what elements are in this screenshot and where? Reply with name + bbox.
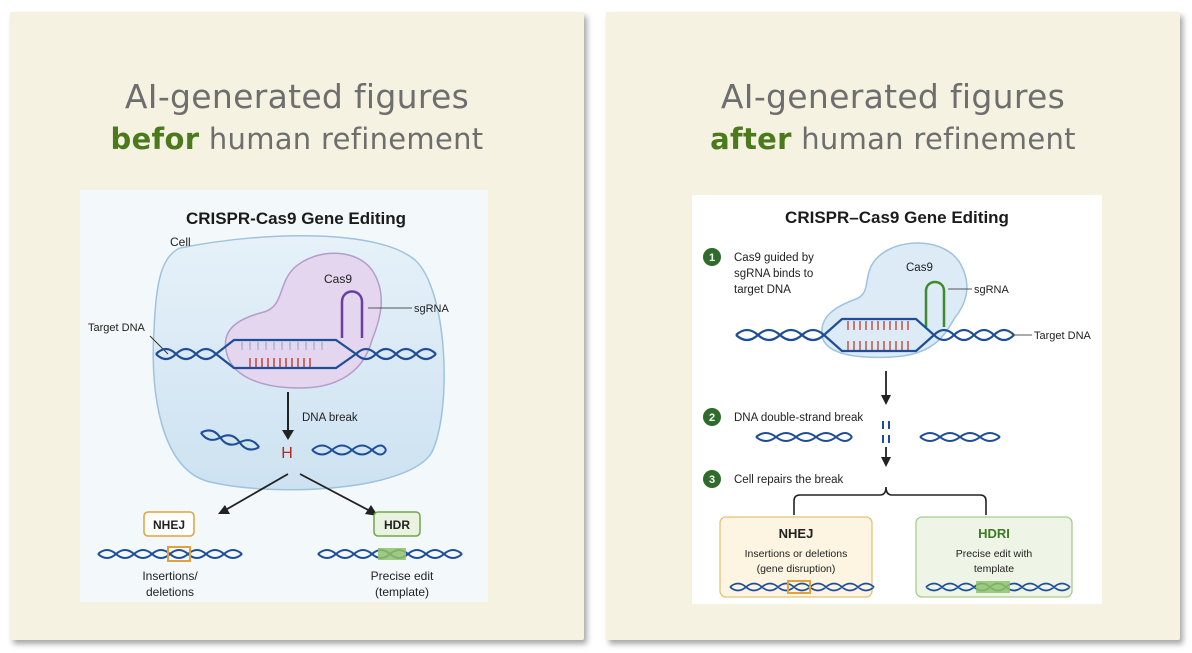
before-heading: AI-generated figures befor human refinem… xyxy=(10,76,584,160)
hdr-box xyxy=(915,516,1073,598)
before-panel: AI-generated figures befor human refinem… xyxy=(10,12,584,640)
sgrna-label: sgRNA xyxy=(414,303,450,315)
nhej-dna-helix-icon xyxy=(729,580,875,594)
before-heading-line2: befor human refinement xyxy=(10,118,584,160)
before-heading-rest: human refinement xyxy=(199,122,484,156)
break-mark-icon: H xyxy=(281,445,293,462)
hdr-desc-2: (template) xyxy=(375,585,429,599)
step2-badge xyxy=(703,408,721,426)
after-diagram: CRISPR–Cas9 Gene Editing 1 Cas9 guided b… xyxy=(692,195,1102,604)
step1-number: 1 xyxy=(709,252,715,264)
sgrna-hairpin-icon xyxy=(924,280,946,327)
step3-badge xyxy=(703,470,721,488)
nhej-label: NHEJ xyxy=(779,526,814,541)
step1-line1: Cas9 guided by xyxy=(734,252,814,264)
broken-dna-helix-icon xyxy=(755,432,1001,442)
hdr-label: HDRI xyxy=(978,526,1010,541)
step3-number: 3 xyxy=(709,474,715,486)
before-diagram: CRISPR-Cas9 Gene Editing Cell Cas9 sgRNA… xyxy=(80,190,488,602)
hdr-desc-1: Precise edit xyxy=(371,569,434,583)
after-keyword: after xyxy=(710,122,792,156)
nhej-desc-1: Insertions or deletions xyxy=(745,548,848,560)
cas9-protein xyxy=(224,252,382,389)
target-dna-label: Target DNA xyxy=(88,322,146,334)
after-heading-line2: after human refinement xyxy=(606,118,1180,160)
arrow-icon xyxy=(881,395,891,405)
nhej-desc-2: (gene disruption) xyxy=(757,563,836,575)
hdr-desc-1: Precise edit with xyxy=(956,548,1033,560)
step2-number: 2 xyxy=(709,412,715,424)
cas9-label: Cas9 xyxy=(906,262,933,274)
step1-line2: sgRNA binds to xyxy=(734,268,813,280)
sgrna-hairpin-icon xyxy=(340,290,364,338)
nhej-desc-2: deletions xyxy=(146,585,194,599)
target-dna-label: Target DNA xyxy=(1034,330,1092,342)
before-title: CRISPR-Cas9 Gene Editing xyxy=(186,209,406,228)
after-figure: CRISPR–Cas9 Gene Editing 1 Cas9 guided b… xyxy=(692,195,1102,604)
cell-label: Cell xyxy=(170,235,191,249)
target-dna-helix-icon xyxy=(155,338,437,370)
nhej-box xyxy=(719,516,873,598)
arrow-icon xyxy=(881,457,891,467)
after-heading: AI-generated figures after human refinem… xyxy=(606,76,1180,160)
hdr-dna-helix-icon xyxy=(317,548,463,560)
step1-line3: target DNA xyxy=(734,284,791,296)
step2-label: DNA double-strand break xyxy=(734,412,863,424)
break-mark-icon xyxy=(882,421,890,443)
nhej-desc-1: Insertions/ xyxy=(142,569,198,583)
after-title: CRISPR–Cas9 Gene Editing xyxy=(785,208,1009,227)
cas9-protein xyxy=(821,242,968,359)
after-heading-rest: human refinement xyxy=(791,122,1076,156)
before-keyword: befor xyxy=(110,122,200,156)
cas9-label: Cas9 xyxy=(324,272,352,286)
nhej-box xyxy=(143,511,195,537)
after-heading-line1: AI-generated figures xyxy=(720,77,1066,116)
dna-break-label: DNA break xyxy=(302,412,358,424)
before-figure: CRISPR-Cas9 Gene Editing Cell Cas9 sgRNA… xyxy=(80,190,488,602)
hdr-desc-2: template xyxy=(974,563,1014,575)
hdr-box xyxy=(373,511,421,537)
broken-dna-helix-icon xyxy=(200,429,387,456)
after-panel: AI-generated figures after human refinem… xyxy=(606,12,1180,640)
hdr-label: HDR xyxy=(384,518,410,532)
nhej-arrow-icon xyxy=(218,505,230,514)
target-dna-helix-icon xyxy=(735,317,1015,353)
step1-badge xyxy=(703,248,721,266)
brace-connector xyxy=(793,486,987,515)
step3-label: Cell repairs the break xyxy=(734,474,844,486)
nhej-label: NHEJ xyxy=(153,518,185,532)
before-heading-line1: AI-generated figures xyxy=(124,77,470,116)
nhej-dna-helix-icon xyxy=(97,546,243,562)
hdr-dna-helix-icon xyxy=(925,581,1071,593)
sgrna-label: sgRNA xyxy=(974,284,1010,296)
